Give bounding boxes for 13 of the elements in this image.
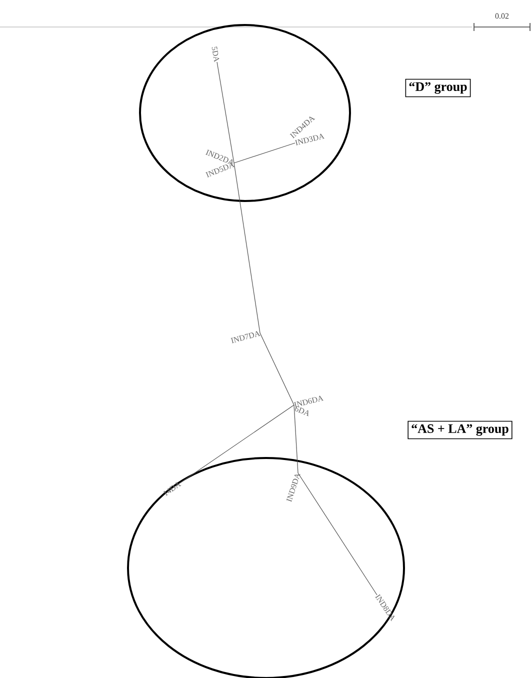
tree-branch — [234, 142, 296, 164]
taxon-label: IND7DA — [230, 331, 260, 344]
group-label: “D” group — [405, 78, 471, 98]
group-label: “AS + LA” group — [408, 420, 512, 440]
scale-label: 0.02 — [495, 13, 509, 19]
tree-branch — [260, 332, 294, 406]
taxon-label: 14DA — [163, 482, 182, 496]
tree-branch — [294, 404, 298, 474]
tree-branch — [180, 404, 294, 484]
tree-branch — [216, 62, 234, 164]
tree-branch — [298, 472, 378, 596]
taxon-label: 5DA — [212, 46, 220, 62]
tree-branch — [234, 162, 260, 334]
